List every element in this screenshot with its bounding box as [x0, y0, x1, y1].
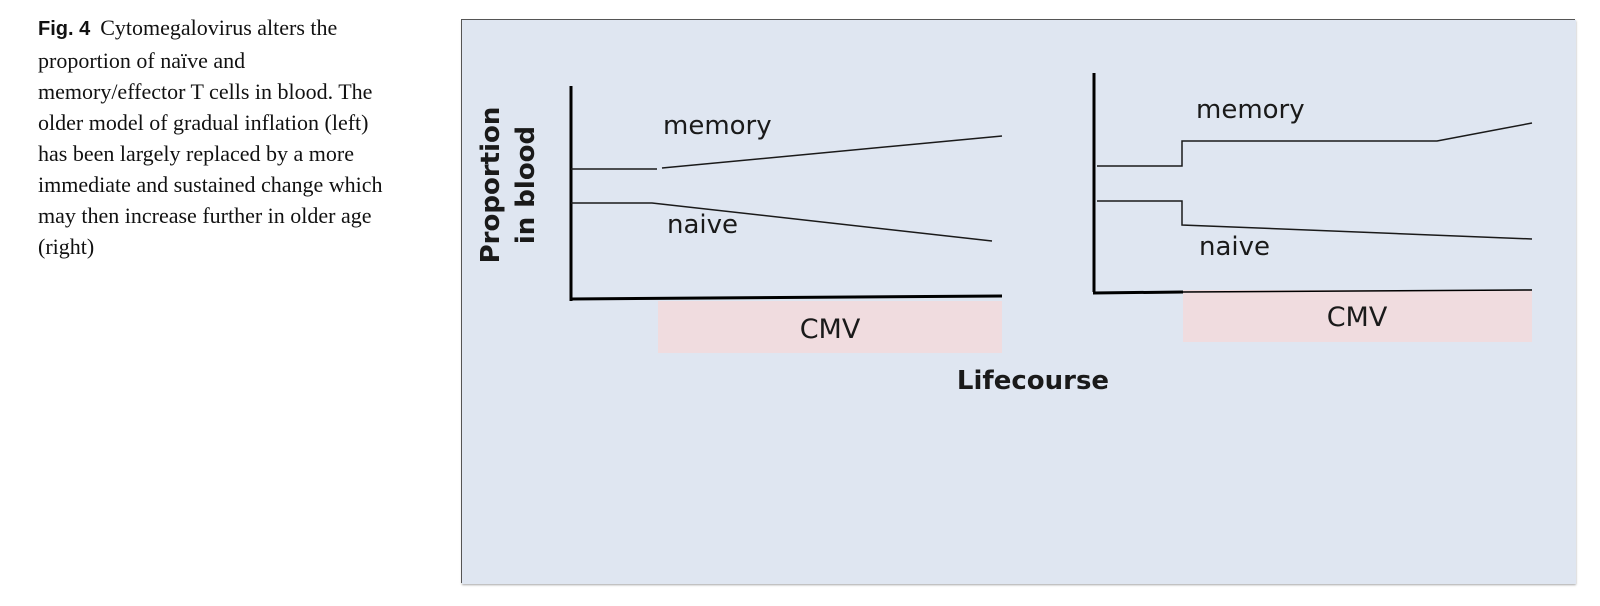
- right-cmv-label: CMV: [1327, 302, 1388, 333]
- left-cmv-label: CMV: [800, 314, 861, 345]
- right-memory-line: [1097, 122, 1533, 167]
- y-axis-label-line2: in blood: [511, 126, 541, 244]
- x-axis-label: Lifecourse: [957, 366, 1109, 396]
- right-cmv-box: [1183, 290, 1532, 342]
- diagram-canvas: memory naive CMV Proportion in blood mem…: [462, 20, 1576, 584]
- left-memory-label: memory: [663, 111, 772, 141]
- left-x-axis: [569, 294, 1003, 301]
- left-cmv-box: [658, 301, 1002, 353]
- right-memory-label: memory: [1196, 95, 1305, 125]
- left-memory-line-trend: [661, 135, 1003, 169]
- figure-label: Fig. 4: [38, 18, 91, 40]
- diagram-panel: memory naive CMV Proportion in blood mem…: [461, 19, 1576, 584]
- right-x-axis: [1092, 290, 1184, 295]
- left-naive-label: naive: [667, 210, 738, 240]
- left-naive-line: [571, 202, 993, 242]
- caption-text: Cytomegalovirus alters the proportion of…: [38, 15, 383, 259]
- y-axis-label-line1: Proportion: [476, 107, 506, 264]
- right-naive-label: naive: [1199, 232, 1270, 262]
- right-naive-line: [1097, 200, 1533, 240]
- right-x-axis-ext: [1182, 289, 1533, 293]
